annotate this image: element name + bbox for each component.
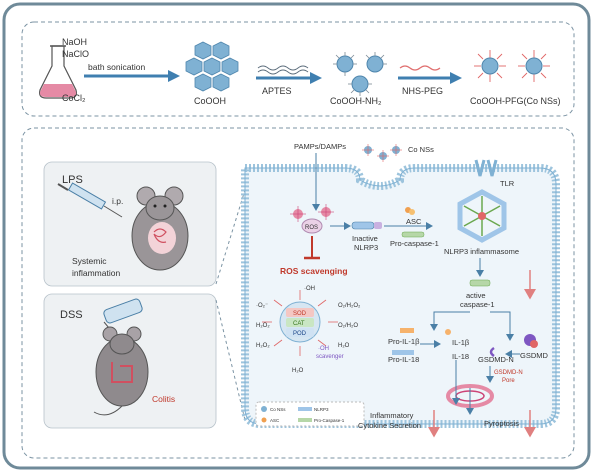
tlr-receptor <box>474 159 498 177</box>
secretion-label-2: Cytokine Secretion <box>358 421 421 430</box>
pamps-label: PAMPs/DAMPs <box>294 142 346 151</box>
cooh-hexagons <box>185 41 239 92</box>
pore-label-2: Pore <box>502 378 515 384</box>
mouse-icon-dss <box>93 326 149 416</box>
lps-model-panel: LPS i.p. Systemic inflammation <box>43 161 217 287</box>
product-coooh: CoOOH <box>194 96 226 106</box>
il1b-label: IL-1β <box>452 338 470 347</box>
legend-co-ns: Co NSs <box>270 407 286 412</box>
reagent-naoh: NaOH <box>62 37 87 47</box>
inflammasome-icon <box>457 189 507 243</box>
o2-h2o-label: O₂/H₂O <box>338 323 358 329</box>
cell <box>241 164 560 428</box>
syringe-icon <box>57 182 123 218</box>
o2-h2o2-label: O₂/H₂O₂ <box>338 303 361 309</box>
flask-icon <box>39 45 77 99</box>
ros-icons <box>290 204 334 234</box>
ros-scavenging-label: ROS scavenging <box>280 266 348 276</box>
inactive-label: Inactive <box>352 234 378 243</box>
lps-title: LPS <box>62 174 83 186</box>
asc-label: ASC <box>406 217 422 226</box>
tlr-label: TLR <box>500 179 515 188</box>
h2o-right: H₂O <box>338 343 350 349</box>
secretion-label-1: Inflammatory <box>370 411 414 420</box>
legend-asc: ASC <box>270 418 280 423</box>
co-nss-top-icons <box>362 144 402 162</box>
sod-label: SOD <box>293 311 307 317</box>
precursor-cocl2: CoCl₂ <box>62 93 86 103</box>
nanozyme-particle <box>262 290 338 356</box>
ros-label: ROS <box>305 225 318 231</box>
pro-caspase-icon <box>401 231 425 238</box>
oh-top-label: ·OH <box>304 286 315 292</box>
lps-route: i.p. <box>112 196 123 206</box>
inactive-nlrp3-icon <box>351 221 382 230</box>
h2o2-left1: H₂O₂ <box>256 323 270 329</box>
co-nss-label: Co NSs <box>408 145 434 154</box>
lps-outcome-2: inflammation <box>72 268 120 278</box>
product-coooh-nh2: CoOOH-NH₂ <box>330 96 382 106</box>
step-aptes: APTES <box>262 86 292 96</box>
gsdmd-label: GSDMD <box>520 351 549 360</box>
pore-label-1: GSDMD-N <box>494 370 523 376</box>
pro-il1b-label: Pro-IL-1β <box>388 337 420 346</box>
cat-label: CAT <box>293 321 305 327</box>
dss-title: DSS <box>60 309 83 321</box>
pod-label: POD <box>293 331 307 337</box>
step-bath-sonication: bath sonication <box>88 62 145 72</box>
caspase-label: caspase-1 <box>460 300 495 309</box>
pro-il18-icon <box>392 350 414 355</box>
active-label: active <box>466 291 486 300</box>
dss-model-panel: DSS Colitis <box>43 293 217 429</box>
pro-il18-label: Pro-IL-18 <box>388 355 419 364</box>
dss-outcome: Colitis <box>152 394 175 404</box>
coooh-nh2-particles <box>333 52 387 96</box>
step-nhs-peg: NHS-PEG <box>402 86 443 96</box>
synthesis-panel: NaOH NaClO CoCl₂ bath sonication CoOOH A… <box>21 21 575 117</box>
mouse-icon <box>131 186 189 271</box>
oh-scavenger-1: ·OH <box>318 346 329 352</box>
legend <box>255 401 365 427</box>
nlrp3-label: NLRP3 <box>354 243 378 252</box>
h2o2-left2: H₂O₂ <box>256 343 270 349</box>
il18-label: IL-18 <box>452 352 469 361</box>
active-caspase-icon <box>469 279 491 287</box>
pro-caspase-label: Pro-caspase-1 <box>390 239 439 248</box>
o2-minus-label: ·O₂⁻ <box>256 303 268 309</box>
legend-pro-caspase: Pro-Caspase-1 <box>314 418 345 423</box>
product-co-nss: CoOOH-PFG(Co NSs) <box>470 96 561 106</box>
asc-icon <box>405 207 415 215</box>
reagent-naclo: NaClO <box>62 49 89 59</box>
lps-outcome-1: Systemic <box>72 256 107 266</box>
inflammasome-label: NLRP3 inflammasome <box>444 247 519 256</box>
h2o-bottom: H₂O <box>292 368 304 374</box>
pro-il1b-icon <box>400 328 414 333</box>
gsdmd-icon <box>524 334 538 348</box>
co-nss-particles <box>474 50 550 82</box>
oh-scavenger-2: scavenger <box>316 354 344 360</box>
gsdmd-n-icon <box>489 346 495 358</box>
legend-nlrp3: NLRP3 <box>314 407 329 412</box>
gsdmd-n-label: GSDMD-N <box>478 355 514 364</box>
pyroptosis-label: Pyroptosis <box>484 419 519 428</box>
